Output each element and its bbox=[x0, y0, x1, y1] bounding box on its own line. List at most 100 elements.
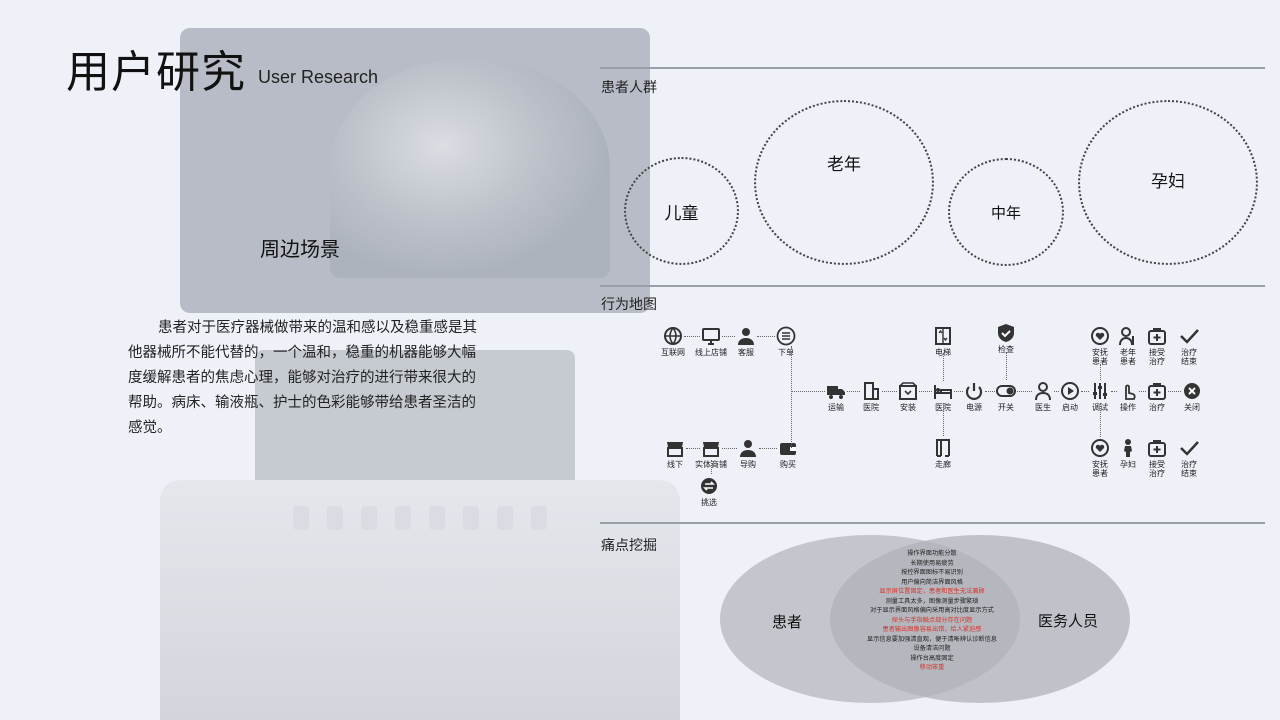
pain-point-item: 操作界面功能分散 bbox=[907, 550, 957, 557]
behavior-step: 接受 治疗 bbox=[1134, 438, 1180, 478]
scene-description: 患者对于医疗器械做带来的温和感以及稳重感是其他器械所不能代替的，一个温和，稳重的… bbox=[128, 320, 477, 436]
connector-dotted bbox=[943, 353, 944, 381]
pain-point-item: 患者输出图像容易出错，给人紧迫感 bbox=[882, 626, 982, 633]
connector-dotted bbox=[1111, 391, 1117, 392]
behavior-step-label: 电源 bbox=[966, 403, 982, 412]
behavior-step: 电梯 bbox=[920, 326, 966, 357]
play-icon bbox=[1061, 382, 1079, 400]
behavior-step: 医生 bbox=[1020, 381, 1066, 412]
behavior-step: 安抚 患者 bbox=[1077, 438, 1123, 478]
behavior-step: 客服 bbox=[723, 326, 769, 357]
toggle-icon bbox=[996, 385, 1016, 397]
doctor-icon bbox=[1035, 382, 1051, 401]
medkit-icon bbox=[1148, 328, 1166, 345]
behavior-step-label: 安装 bbox=[900, 403, 916, 412]
behavior-step: 孕妇 bbox=[1105, 438, 1151, 469]
page-subtitle: User Research bbox=[258, 67, 379, 87]
connector-dotted bbox=[757, 336, 775, 337]
behavior-step: 走廊 bbox=[920, 438, 966, 469]
connector-dotted bbox=[1081, 391, 1089, 392]
connector-dotted bbox=[882, 391, 897, 392]
behavior-step-label: 开关 bbox=[998, 403, 1014, 412]
connector-dotted bbox=[684, 336, 700, 337]
background-ultrasound-screen bbox=[180, 28, 650, 313]
behavior-step-label: 接受 治疗 bbox=[1149, 348, 1165, 366]
venn-label-patient: 患者 bbox=[772, 613, 803, 631]
behavior-step-label: 运输 bbox=[828, 403, 844, 412]
patient-group-child: 儿童 bbox=[624, 157, 739, 265]
pain-point-list: 操作界面功能分散长期使用易疲劳按控界面图标不易识别用户偏向简洁界面风格显示屏位置… bbox=[852, 549, 1012, 673]
behavior-step: 购买 bbox=[765, 438, 811, 469]
behavior-step-label: 客服 bbox=[738, 348, 754, 357]
patients-section-label: 患者人群 bbox=[601, 80, 657, 96]
swap-icon bbox=[701, 478, 717, 494]
elder-icon bbox=[1119, 327, 1134, 346]
behavior-section-label: 行为地图 bbox=[601, 297, 657, 313]
connector-dotted bbox=[954, 391, 963, 392]
behavior-step-label: 安抚 患者 bbox=[1092, 348, 1108, 366]
bed-icon bbox=[934, 385, 952, 399]
connector-dotted bbox=[847, 391, 860, 392]
behavior-step-label: 互联网 bbox=[661, 348, 685, 357]
store-icon bbox=[667, 442, 683, 457]
globe-icon bbox=[664, 327, 682, 345]
scene-title: 周边场景 bbox=[260, 237, 340, 261]
behavior-step: 挑选 bbox=[686, 476, 732, 507]
behavior-step-label: 线下 bbox=[667, 460, 683, 469]
corridor-icon bbox=[936, 439, 950, 457]
behavior-step-label: 检查 bbox=[998, 345, 1014, 354]
closec-icon bbox=[1184, 383, 1200, 399]
connector-dotted bbox=[1054, 391, 1059, 392]
medkit-icon bbox=[1148, 440, 1166, 457]
behavior-step: 关闭 bbox=[1169, 381, 1215, 412]
pain-point-item: 按控界面图标不易识别 bbox=[901, 569, 963, 576]
connector-dotted bbox=[1017, 391, 1032, 392]
behavior-step-label: 走廊 bbox=[935, 460, 951, 469]
wallet-icon bbox=[780, 443, 796, 455]
connector-dotted bbox=[711, 460, 712, 474]
behavior-step: 线下 bbox=[652, 438, 698, 469]
patient-group-middle-aged: 中年 bbox=[948, 158, 1064, 266]
pain-point-item: 显示屏位置固定，患者和医生无法兼顾 bbox=[879, 588, 985, 595]
behavior-step-label: 操作 bbox=[1120, 403, 1136, 412]
pain-point-item: 用户偏向简洁界面风格 bbox=[901, 578, 963, 586]
pain-points-venn: 患者 医务人员 操作界面功能分散长期使用易疲劳按控界面图标不易识别用户偏向简洁界… bbox=[720, 535, 1140, 705]
behavior-step-label: 接受 治疗 bbox=[1149, 460, 1165, 478]
store-icon bbox=[703, 442, 719, 457]
list-icon bbox=[776, 326, 796, 346]
behavior-step: 下单 bbox=[763, 326, 809, 357]
hand-icon bbox=[1125, 384, 1136, 400]
ultrasound-scan-image bbox=[330, 58, 610, 278]
shield-icon bbox=[998, 324, 1014, 342]
connector-dotted bbox=[1168, 391, 1181, 392]
connector-dotted bbox=[722, 336, 735, 337]
behavior-step-label: 下单 bbox=[778, 348, 794, 357]
behavior-step-label: 孕妇 bbox=[1120, 460, 1136, 469]
pain-point-item: 设备清洁问题 bbox=[913, 645, 951, 652]
behavior-step-label: 医生 bbox=[1035, 403, 1051, 412]
connector-dotted bbox=[919, 391, 932, 392]
truck-icon bbox=[827, 386, 845, 399]
behavior-step: 接受 治疗 bbox=[1134, 326, 1180, 366]
pain-point-item: 长期使用易疲劳 bbox=[910, 559, 954, 567]
behavior-step-label: 治疗 结束 bbox=[1181, 460, 1197, 478]
venn-label-staff: 医务人员 bbox=[1038, 612, 1099, 630]
behavior-step: 老年 患者 bbox=[1105, 326, 1151, 366]
patient-group-elderly: 老年 bbox=[754, 100, 934, 265]
connector-dotted bbox=[791, 346, 792, 448]
heartc-icon bbox=[1091, 327, 1109, 345]
behavior-step: 治疗 结束 bbox=[1166, 438, 1212, 478]
behavior-step: 电源 bbox=[951, 381, 997, 412]
behavior-step-label: 老年 患者 bbox=[1120, 348, 1136, 366]
background-touch-panel bbox=[255, 350, 575, 500]
check-icon bbox=[1180, 329, 1199, 344]
background-control-panel bbox=[160, 480, 680, 720]
behavior-step: 医院 bbox=[848, 381, 894, 412]
power-icon bbox=[965, 383, 983, 400]
behavior-step: 开关 bbox=[983, 381, 1029, 412]
behavior-step-label: 线上店铺 bbox=[695, 348, 727, 357]
connector-dotted bbox=[1100, 364, 1101, 380]
connector-dotted bbox=[722, 448, 737, 449]
page-title: 用户研究 bbox=[66, 47, 246, 98]
behavior-step: 检查 bbox=[983, 323, 1029, 354]
